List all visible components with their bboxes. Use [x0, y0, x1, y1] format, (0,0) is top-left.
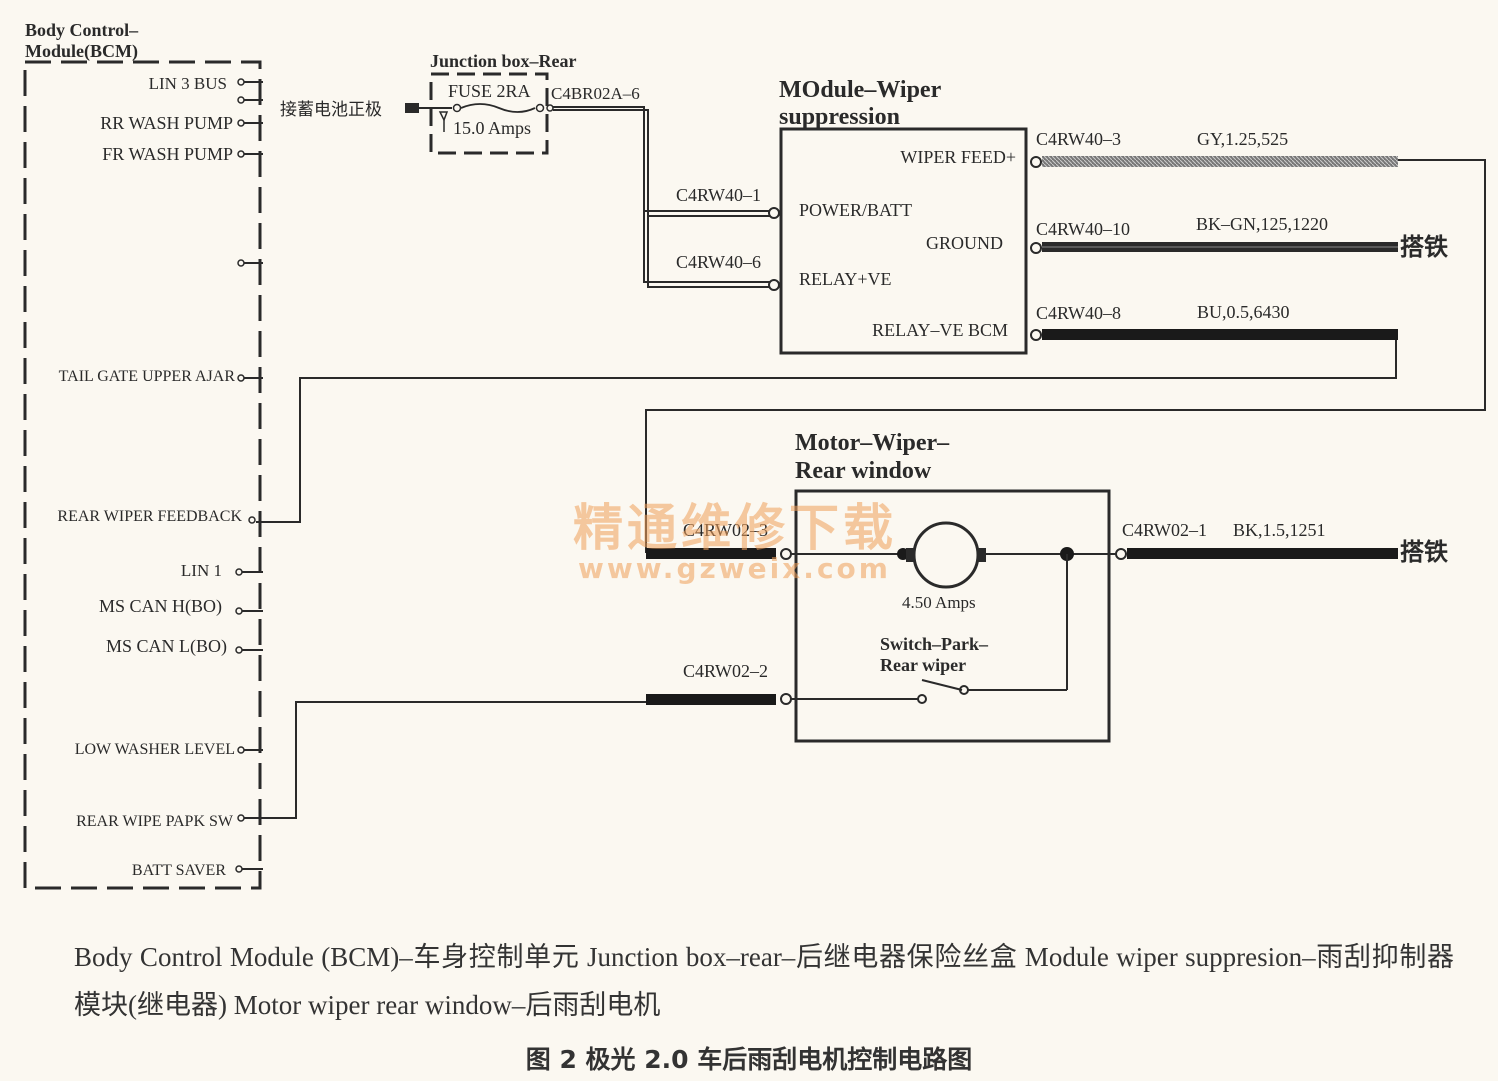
- bcm-title-line2: Module(BCM): [25, 41, 138, 62]
- bcm-pin-lin1: LIN 1: [181, 561, 263, 580]
- ground-label-module: 搭铁: [1400, 233, 1448, 261]
- bcm-pin-unlabeled: [237, 259, 263, 267]
- wiper-module-box: [779, 127, 1028, 355]
- wire-relay-ve-bcm: [256, 329, 1398, 523]
- bcm-pin-fr-wash-label: FR WASH PUMP: [102, 144, 233, 164]
- switch-label-line1: Switch–Park–: [880, 634, 989, 654]
- wiring-diagram: Body Control– Module(BCM) LIN 3 BUS RR W…: [23, 20, 1486, 890]
- motor-title-line1: Motor–Wiper–: [795, 430, 950, 456]
- bcm-module: Body Control– Module(BCM) LIN 3 BUS RR W…: [23, 20, 263, 890]
- junction-box-title: Junction box–Rear: [430, 51, 577, 71]
- rear-wiper-motor-module: Motor–Wiper– Rear window C4RW02–3 4.50 A…: [244, 430, 1448, 819]
- pin-relay-ve-bcm-label: RELAY–VE BCM: [872, 320, 1008, 340]
- wire-gy-label: GY,1.25,525: [1197, 129, 1288, 149]
- bcm-pin-rear-feedback-label: REAR WIPER FEEDBACK: [57, 508, 242, 525]
- ground-label-motor: 搭铁: [1400, 538, 1448, 566]
- connector-c4rw02-3: C4RW02–3: [683, 520, 768, 540]
- watermark-line1: 精通维修下载: [573, 499, 897, 557]
- bcm-pin-ms-can-l-label: MS CAN L(BO): [106, 636, 227, 657]
- bcm-pin-rear-park-sw-label: REAR WIPE PAPK SW: [76, 813, 234, 830]
- connector-c4rw40-10: C4RW40–10: [1036, 219, 1130, 239]
- pin-wiper-feed-label: WIPER FEED+: [900, 147, 1016, 167]
- fuse-rating: 15.0 Amps: [453, 118, 531, 138]
- wire-bk-gn-label: BK–GN,125,1220: [1196, 214, 1328, 234]
- figure-caption: Body Control Module (BCM)–车身控制单元 Junctio…: [74, 942, 1454, 1020]
- switch-label-line2: Rear wiper: [880, 655, 966, 675]
- bcm-pin-lin1-label: LIN 1: [181, 561, 222, 580]
- bcm-pin-lin3: LIN 3 BUS: [149, 74, 263, 93]
- motor-symbol: [906, 521, 986, 589]
- wire-bk-label: BK,1.5,1251: [1233, 520, 1326, 540]
- bcm-pin-low-washer-label: LOW WASHER LEVEL: [75, 741, 235, 758]
- junction-box-rear: Junction box–Rear 接蓄电池正极 FUSE 2RA 15.0 A…: [280, 51, 640, 155]
- wiper-module-title-line1: MOdule–Wiper: [779, 77, 942, 103]
- bcm-pin-ms-can-l: MS CAN L(BO): [106, 636, 263, 657]
- watermark: 精通维修下载 www.gzweix.com: [573, 499, 897, 585]
- battery-terminal: [405, 103, 419, 113]
- wiper-module-title-line2: suppression: [779, 104, 900, 130]
- connector-c4rw40-8: C4RW40–8: [1036, 303, 1121, 323]
- bcm-pin-tailgate: TAIL GATE UPPER AJAR: [59, 368, 263, 385]
- wire-bu-label: BU,0.5,6430: [1197, 302, 1290, 322]
- bcm-pin-rear-park-sw: REAR WIPE PAPK SW: [76, 813, 245, 830]
- wiper-suppression-module: MOdule–Wiper suppression WIPER FEED+ POW…: [676, 77, 1328, 355]
- bcm-pin-rear-feedback: REAR WIPER FEEDBACK: [57, 508, 256, 525]
- park-switch: Switch–Park– Rear wiper: [791, 634, 989, 704]
- bcm-pin-rr-wash-label: RR WASH PUMP: [100, 113, 233, 133]
- junction-box-connector: C4BR02A–6: [551, 84, 640, 103]
- bcm-pin-fr-wash: FR WASH PUMP: [102, 144, 263, 164]
- bcm-pin-rr-wash: RR WASH PUMP: [100, 113, 263, 133]
- figure-title: 图 2 极光 2.0 车后雨刮电机控制电路图: [525, 1045, 973, 1074]
- fuse-symbol: [438, 103, 545, 132]
- connector-c4rw40-3: C4RW40–3: [1036, 129, 1121, 149]
- bcm-pin-ms-can-h-label: MS CAN H(BO): [99, 596, 222, 617]
- feed-wire-power: [553, 106, 770, 288]
- bcm-pin-low-washer: LOW WASHER LEVEL: [75, 741, 263, 758]
- motor-box: [794, 489, 1111, 743]
- junction-box-dashed-box: [429, 72, 549, 155]
- bcm-pin-ms-can-h: MS CAN H(BO): [99, 596, 263, 617]
- wire-wiper-feed: [645, 156, 1486, 553]
- wire-ground-module: 搭铁: [1042, 233, 1448, 261]
- connector-c4rw02-1: C4RW02–1: [1122, 520, 1207, 540]
- bcm-pin-tailgate-label: TAIL GATE UPPER AJAR: [59, 368, 236, 385]
- pin-relay-ve-label: RELAY+VE: [799, 269, 892, 289]
- battery-positive-label: 接蓄电池正极: [280, 100, 382, 120]
- bcm-pin-batt-saver-label: BATT SAVER: [132, 862, 226, 879]
- bcm-pin-extra: [237, 96, 263, 104]
- bcm-title-line1: Body Control–: [25, 20, 139, 40]
- bcm-dashed-box: [23, 60, 262, 890]
- pin-ground-label: GROUND: [926, 233, 1003, 253]
- connector-c4rw40-1: C4RW40–1: [676, 185, 761, 205]
- watermark-line2: www.gzweix.com: [578, 552, 891, 585]
- motor-rating: 4.50 Amps: [902, 593, 976, 612]
- fuse-label: FUSE 2RA: [448, 81, 531, 101]
- motor-title-line2: Rear window: [795, 458, 932, 484]
- connector-c4rw02-2: C4RW02–2: [683, 661, 768, 681]
- bcm-pin-lin3-label: LIN 3 BUS: [149, 74, 227, 93]
- pin-power-batt-label: POWER/BATT: [799, 200, 912, 220]
- bcm-pin-batt-saver: BATT SAVER: [132, 862, 263, 879]
- connector-c4rw40-6: C4RW40–6: [676, 252, 761, 272]
